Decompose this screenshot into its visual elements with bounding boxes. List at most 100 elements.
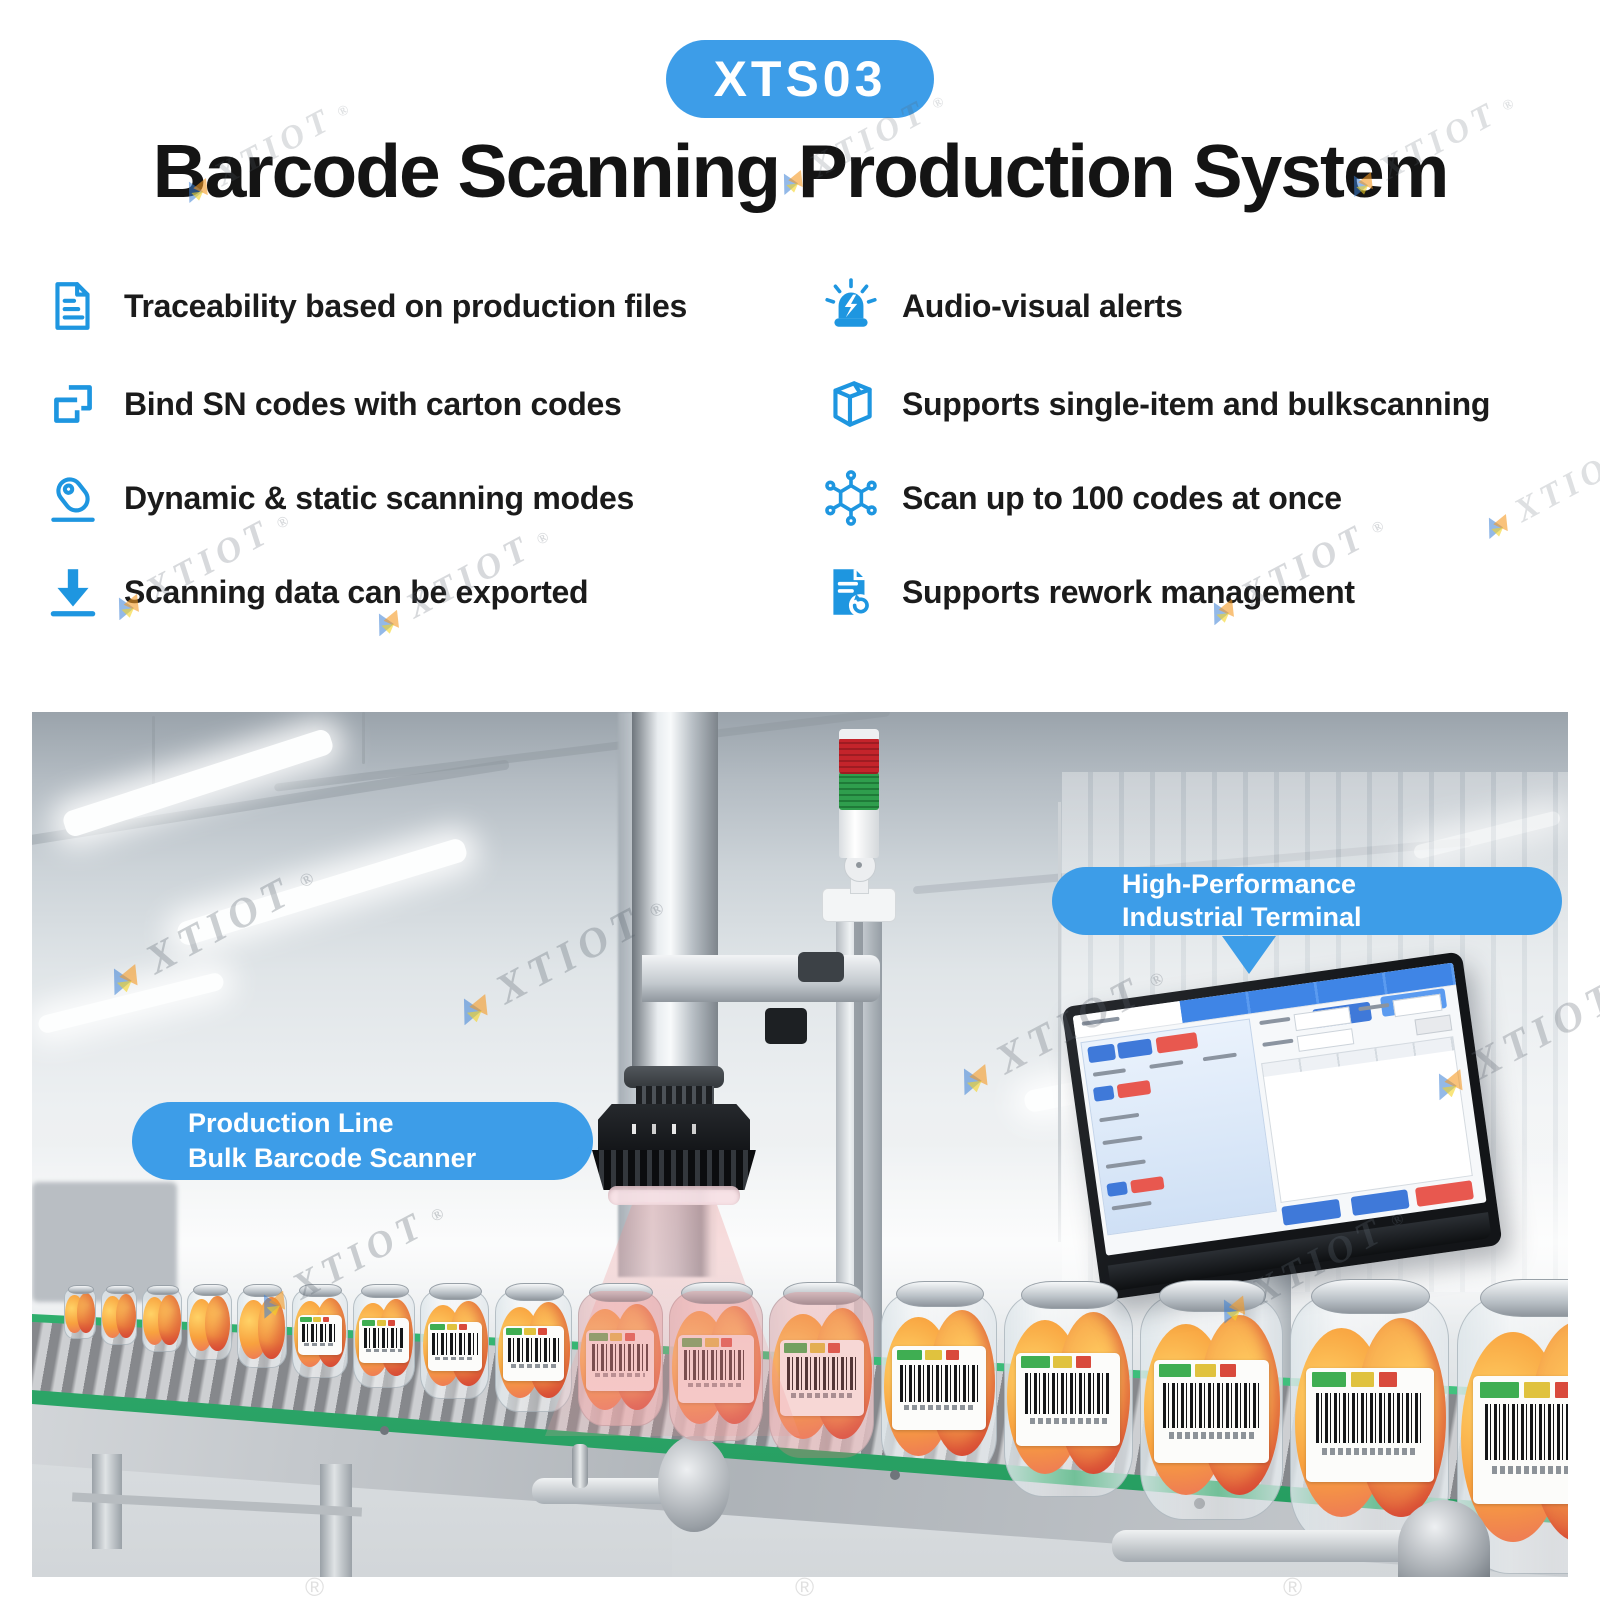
barcode-label	[1473, 1376, 1568, 1504]
joint-screw	[856, 862, 862, 868]
registered-ghost: ®	[1283, 1572, 1303, 1602]
barcode-digits	[1322, 1447, 1417, 1456]
screen-field-label	[1105, 1158, 1146, 1169]
scanner-port-led	[672, 1124, 676, 1134]
screen-button[interactable]	[1350, 1188, 1410, 1217]
callout-scanner: Production Line Bulk Barcode Scanner	[132, 1102, 593, 1180]
page-title: Barcode Scanning Production System	[152, 129, 1450, 213]
barcode-digits	[303, 1343, 337, 1346]
feature-label: Bind SN codes with carton codes	[124, 385, 622, 422]
label-tags	[1480, 1381, 1568, 1398]
peach-jar	[668, 1282, 764, 1441]
feature-scan-modes: Dynamic & static scanning modes	[44, 468, 634, 528]
callout-line: Bulk Barcode Scanner	[188, 1143, 477, 1173]
peach-jar	[100, 1284, 137, 1346]
peach-jar	[1003, 1280, 1133, 1498]
scanner-port-led	[652, 1124, 656, 1134]
model-badge: XTS03	[665, 40, 935, 118]
scanner-lens-ring	[608, 1186, 740, 1205]
jar-glass	[353, 1289, 415, 1388]
label-tags	[896, 1349, 981, 1361]
screen-field-label	[1101, 1135, 1143, 1146]
barcode-label	[892, 1346, 986, 1431]
peach-jar	[236, 1284, 287, 1369]
jar-glass	[63, 1288, 97, 1340]
jar-lid	[895, 1281, 984, 1308]
peach-jar	[495, 1283, 572, 1412]
tensioner-disc	[658, 1436, 730, 1532]
barcode-label	[427, 1322, 483, 1372]
jar-lid	[588, 1282, 654, 1303]
barcode-label	[502, 1325, 564, 1381]
pole-groove	[854, 917, 863, 1377]
screen-button[interactable]	[1106, 1181, 1129, 1198]
wall-seam	[1058, 802, 1061, 1242]
callout-arrow-right	[548, 1114, 588, 1168]
pole-cap	[822, 888, 896, 922]
jars-front-layer	[32, 712, 1568, 1577]
scanner-gear-ring	[636, 1086, 714, 1106]
panel-screw	[890, 1470, 900, 1480]
barcode-label	[359, 1318, 409, 1363]
peach-jar	[1140, 1280, 1283, 1521]
jar-lid	[680, 1282, 753, 1304]
scanner-mount-cylinder	[632, 712, 718, 1070]
jar-glass	[292, 1289, 348, 1378]
screen-small-button[interactable]	[1414, 1014, 1453, 1036]
feature-label: Dynamic & static scanning modes	[124, 479, 634, 516]
barcode-label	[1153, 1359, 1270, 1464]
screen-button[interactable]	[1087, 1044, 1117, 1064]
screen-button[interactable]	[1414, 1179, 1475, 1208]
callout-line: High-Performance	[1122, 869, 1357, 899]
barcode	[507, 1337, 559, 1363]
peach-jar	[353, 1283, 415, 1388]
multi-code-network-icon	[822, 469, 880, 527]
tower-body-white	[839, 806, 879, 858]
screen-field-label	[1202, 1052, 1237, 1061]
screen-button[interactable]	[1129, 1175, 1165, 1195]
scanner-port-led	[692, 1124, 696, 1134]
jar-lid	[429, 1283, 483, 1300]
label-tags	[361, 1320, 406, 1326]
jar-lid	[1158, 1280, 1267, 1312]
jar-glass	[236, 1288, 287, 1369]
screen-button[interactable]	[1281, 1198, 1342, 1226]
screen-button[interactable]	[1117, 1038, 1153, 1059]
barcode-digits	[904, 1404, 974, 1411]
screen-button[interactable]	[1155, 1032, 1199, 1054]
feature-traceability: Traceability based on production files	[44, 276, 687, 336]
peach-jar	[63, 1284, 97, 1340]
jar-glass	[1140, 1293, 1283, 1521]
callout-terminal: High-Performance Industrial Terminal	[1052, 867, 1562, 935]
barcode	[363, 1328, 405, 1348]
barcode	[1485, 1404, 1568, 1461]
feature-label: Traceability based on production files	[124, 287, 687, 324]
header: XTS03 Barcode Scanning Production System…	[0, 0, 1600, 712]
scanner-flange	[624, 1066, 724, 1088]
screen-field-label	[1149, 1059, 1184, 1069]
peach-jar	[1456, 1278, 1568, 1574]
panel-screw	[380, 1426, 389, 1435]
tower-light-red	[839, 738, 879, 774]
label-tags	[1311, 1372, 1428, 1388]
jar-lid	[1479, 1278, 1568, 1317]
barcode	[786, 1356, 857, 1391]
peach-jar	[141, 1284, 182, 1353]
screen-button[interactable]	[1116, 1080, 1152, 1099]
barcode-label	[1305, 1367, 1434, 1483]
barcode-digits	[510, 1364, 556, 1368]
feature-label: Scanning data can be exported	[124, 573, 589, 610]
arm-camera-block	[765, 1008, 807, 1044]
jar-glass	[186, 1288, 232, 1360]
tensioner-bar-right	[1112, 1530, 1442, 1562]
barcode-digits	[790, 1393, 853, 1399]
jar-lid	[1311, 1279, 1431, 1315]
screen-input[interactable]	[1296, 1028, 1354, 1053]
background-machine	[32, 1182, 177, 1302]
export-download-icon	[44, 563, 102, 621]
jar-lid	[146, 1284, 179, 1295]
jar-lid	[1020, 1280, 1118, 1310]
screen-button[interactable]	[1092, 1085, 1115, 1102]
barcode	[301, 1323, 339, 1342]
